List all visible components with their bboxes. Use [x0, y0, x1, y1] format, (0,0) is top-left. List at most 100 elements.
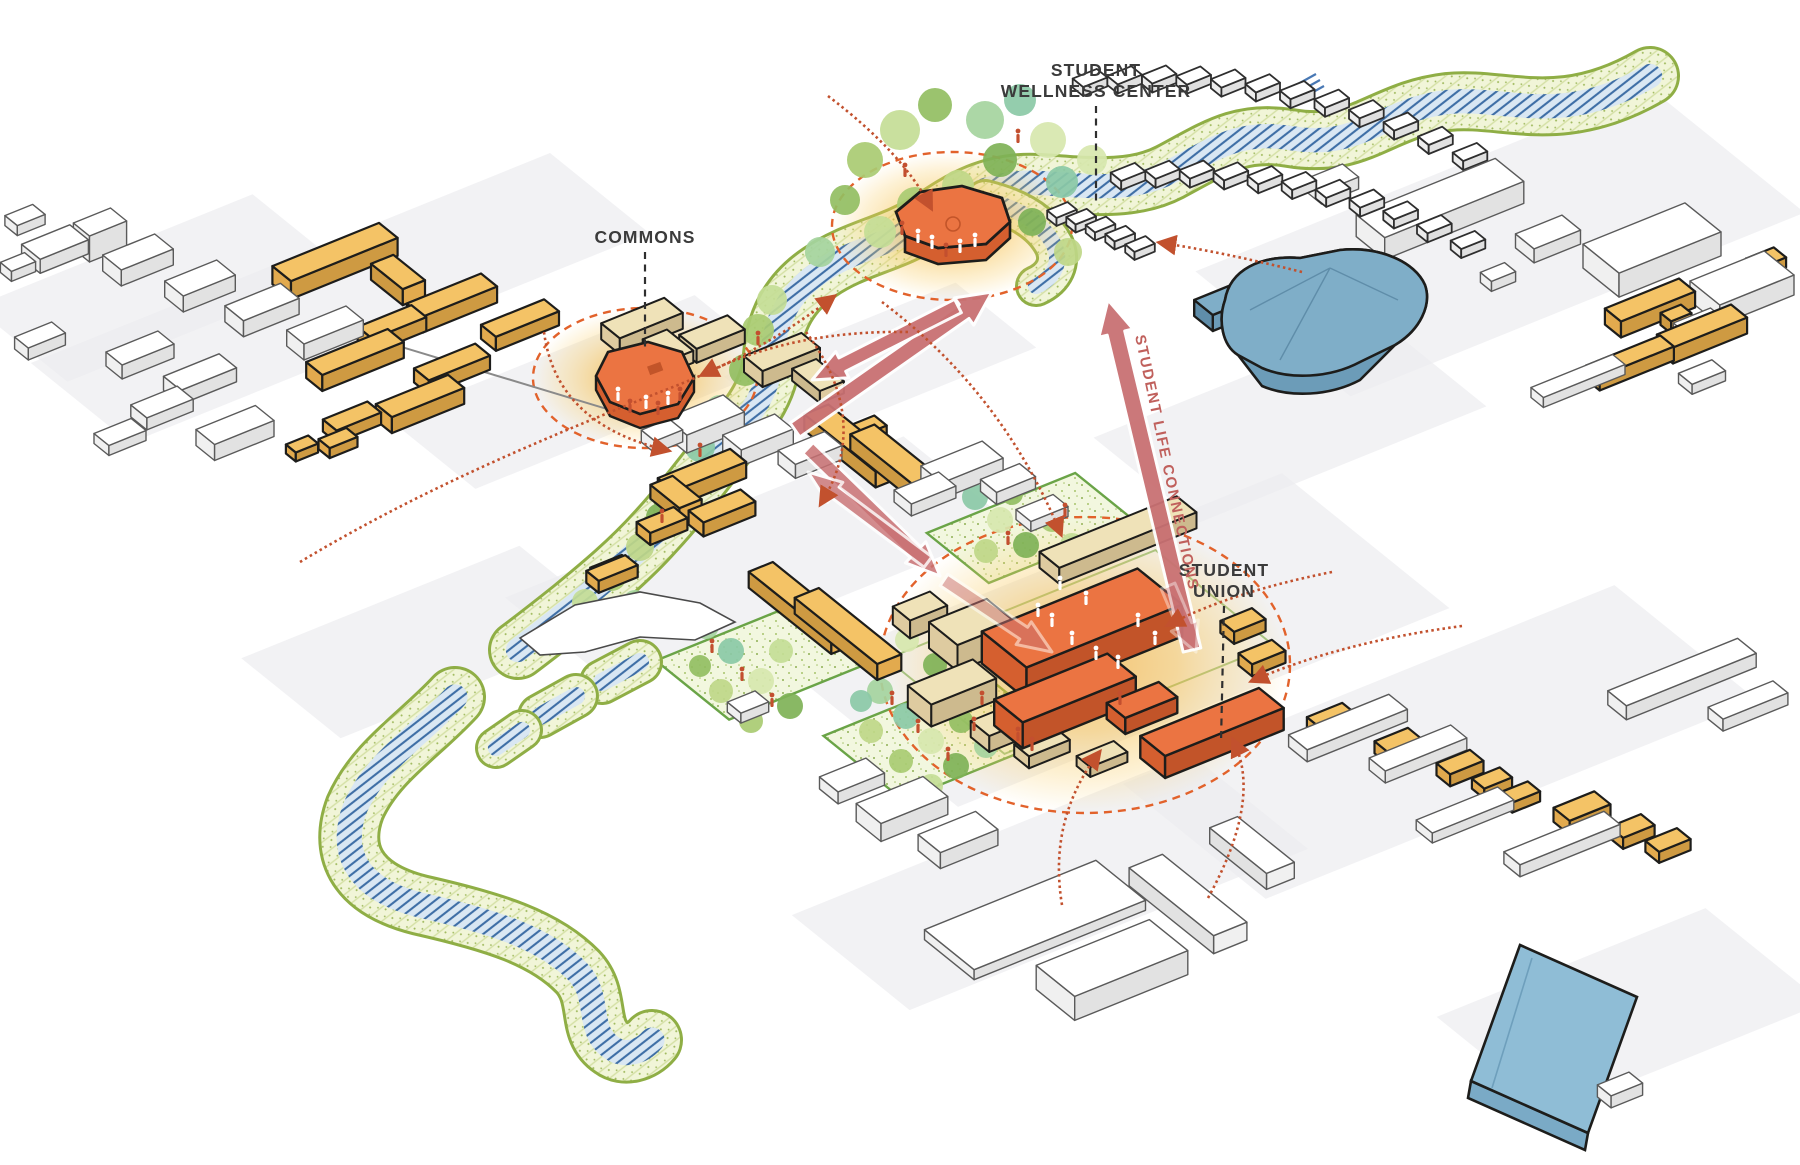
tree — [757, 285, 787, 315]
cottage-building — [1314, 178, 1352, 208]
tree — [742, 314, 774, 346]
connection-arrow — [806, 470, 934, 569]
cottage-building — [1348, 188, 1386, 218]
person-figure — [643, 394, 649, 409]
union-building — [1105, 680, 1179, 736]
cottage-building — [1451, 141, 1489, 172]
building — [743, 331, 821, 389]
cottage-building — [1104, 224, 1136, 251]
person-figure — [915, 718, 921, 733]
activity-arc — [1057, 748, 1102, 906]
building — [979, 462, 1037, 506]
person-figure — [957, 238, 963, 253]
person-figure — [1049, 612, 1055, 627]
building — [163, 259, 237, 313]
activity-arc — [542, 331, 673, 457]
building — [1603, 277, 1697, 339]
building — [93, 417, 147, 457]
building — [1415, 786, 1515, 844]
person-figure — [697, 442, 703, 457]
stream-water — [531, 687, 585, 725]
stream-water — [487, 721, 531, 757]
building — [1479, 261, 1517, 293]
person-figure — [1152, 630, 1158, 645]
person-figure — [1069, 630, 1075, 645]
building — [130, 385, 194, 431]
tree — [830, 185, 860, 215]
wellness-label-line2: WELLNESS CENTER — [1001, 81, 1192, 101]
person-figure — [655, 400, 661, 415]
building — [687, 488, 757, 538]
building — [726, 690, 770, 724]
hub-dashed-ring — [878, 515, 1292, 815]
building — [105, 330, 175, 380]
union-label-line1: STUDENT — [1179, 560, 1269, 580]
tree — [1018, 208, 1046, 236]
activity-arc — [1155, 234, 1303, 274]
tree — [709, 679, 733, 703]
building — [923, 859, 1147, 981]
tree — [987, 507, 1013, 533]
person-figure — [665, 390, 671, 405]
building — [369, 253, 427, 307]
person-figure — [627, 398, 633, 413]
building — [1287, 693, 1409, 763]
building — [286, 305, 364, 361]
tree — [1054, 238, 1082, 266]
cottage-building — [1348, 99, 1385, 129]
building — [13, 321, 67, 361]
tree — [769, 639, 793, 663]
union-building — [993, 652, 1138, 750]
cottage-building — [1210, 68, 1247, 98]
tree — [689, 655, 711, 677]
building — [224, 282, 300, 338]
building — [284, 434, 320, 463]
person-figure — [1117, 690, 1123, 705]
activity-arc — [698, 330, 909, 377]
union-wing-building — [1139, 686, 1285, 780]
tree — [974, 539, 998, 563]
building — [585, 553, 639, 595]
building — [855, 775, 949, 843]
tree — [1030, 122, 1066, 158]
cottage-building — [1382, 111, 1420, 141]
person-figure — [1005, 530, 1011, 545]
person-figure — [1029, 736, 1035, 751]
cottage-building — [1124, 235, 1156, 261]
connection-arrow — [938, 572, 1054, 654]
cottage-building — [1382, 200, 1419, 230]
cottage-building — [1246, 165, 1284, 195]
person-figure — [1135, 612, 1141, 627]
arena-building — [1220, 248, 1429, 395]
person-figure — [709, 638, 715, 653]
tree — [777, 693, 803, 719]
tree — [1046, 166, 1078, 198]
cottage-building — [1416, 214, 1453, 244]
building — [1208, 815, 1296, 891]
union-leader-line — [1219, 605, 1226, 743]
tree — [889, 749, 913, 773]
building — [1582, 202, 1722, 298]
person-figure — [1093, 645, 1099, 660]
building — [101, 233, 175, 287]
person-figure — [902, 162, 908, 177]
fieldhouse-building — [1466, 943, 1639, 1152]
tree — [850, 690, 872, 712]
cottage-building — [1449, 229, 1487, 260]
building — [906, 658, 998, 728]
person-figure — [1015, 726, 1021, 741]
commons-label: COMMONS — [594, 227, 695, 247]
activity-arc-layer — [299, 94, 1463, 906]
building — [1608, 812, 1656, 851]
activity-arc — [1206, 736, 1250, 899]
cottage-building — [1140, 64, 1178, 94]
tree — [1077, 145, 1107, 175]
connection-arrow-layer — [788, 290, 1203, 654]
building — [479, 298, 561, 352]
cottage-building — [1144, 159, 1181, 189]
ground-block — [1093, 321, 1487, 523]
building — [1435, 748, 1485, 788]
person-figure — [1057, 575, 1063, 590]
building — [0, 251, 37, 283]
cottage-building — [1417, 125, 1454, 155]
